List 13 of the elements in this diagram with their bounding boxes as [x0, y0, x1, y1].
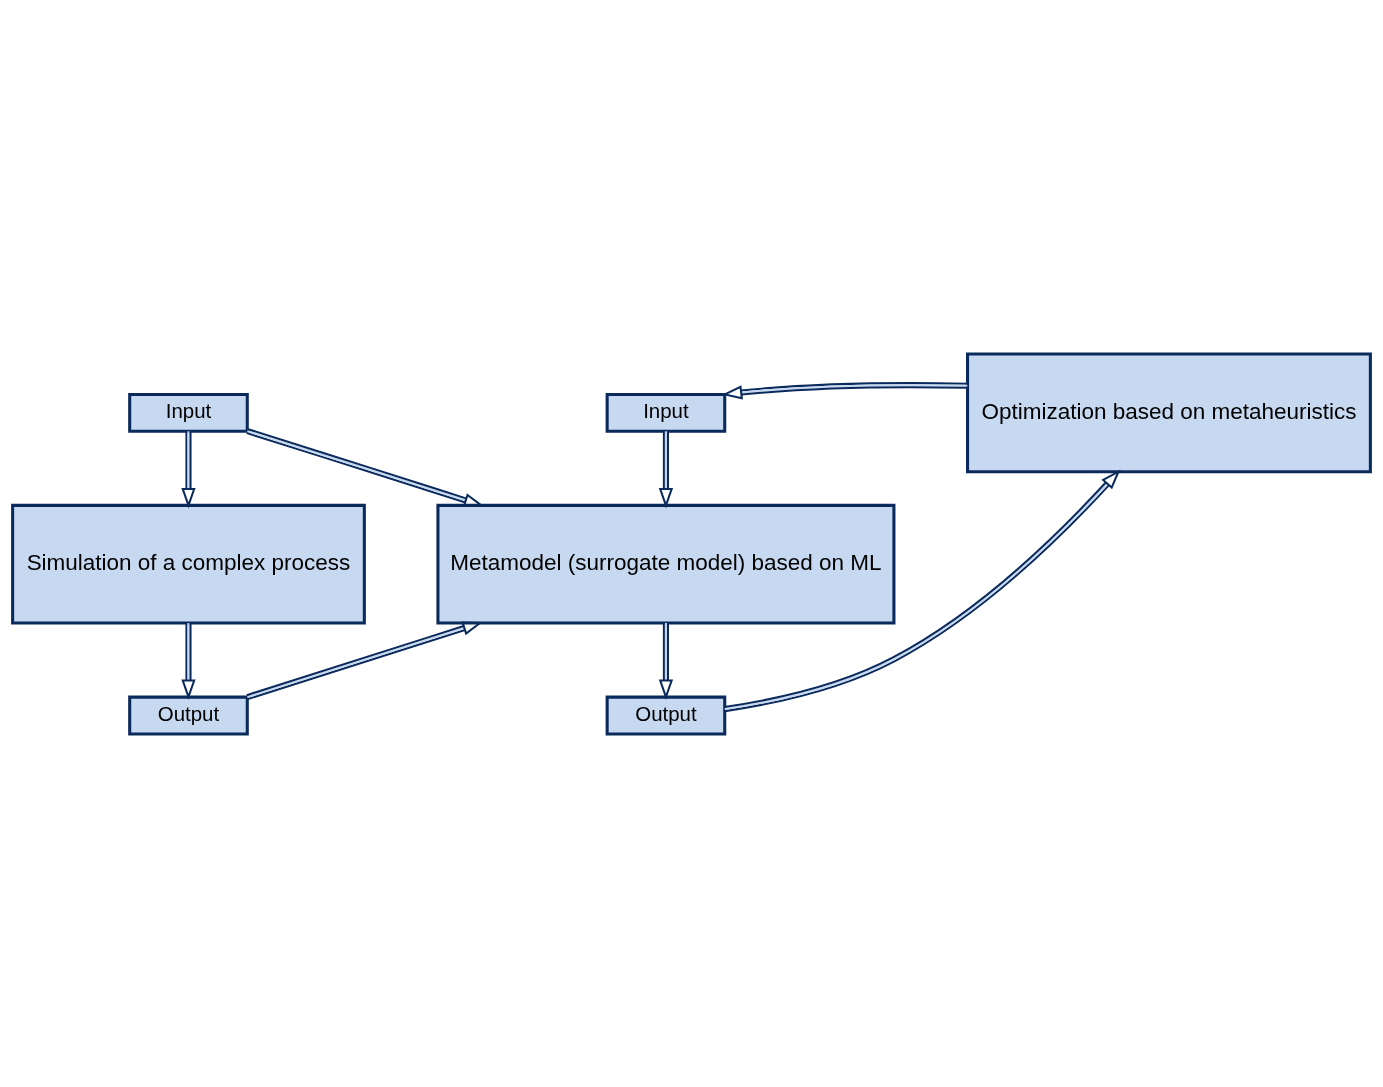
node-box: Input [605, 392, 727, 433]
node-box: Output [128, 695, 249, 735]
node-box: Metamodel (surrogate model) based on ML [436, 503, 896, 624]
node-box: Simulation of a complex process [11, 503, 366, 624]
arrow [658, 622, 674, 700]
arrow [724, 468, 1121, 712]
node-box: Input [128, 392, 249, 433]
arrow [181, 622, 196, 700]
node-box: Optimization based on metaheuristics [966, 352, 1372, 473]
node-box: Output [605, 695, 727, 735]
arrow [246, 621, 483, 700]
arrow [658, 430, 674, 508]
arrow [181, 430, 196, 508]
